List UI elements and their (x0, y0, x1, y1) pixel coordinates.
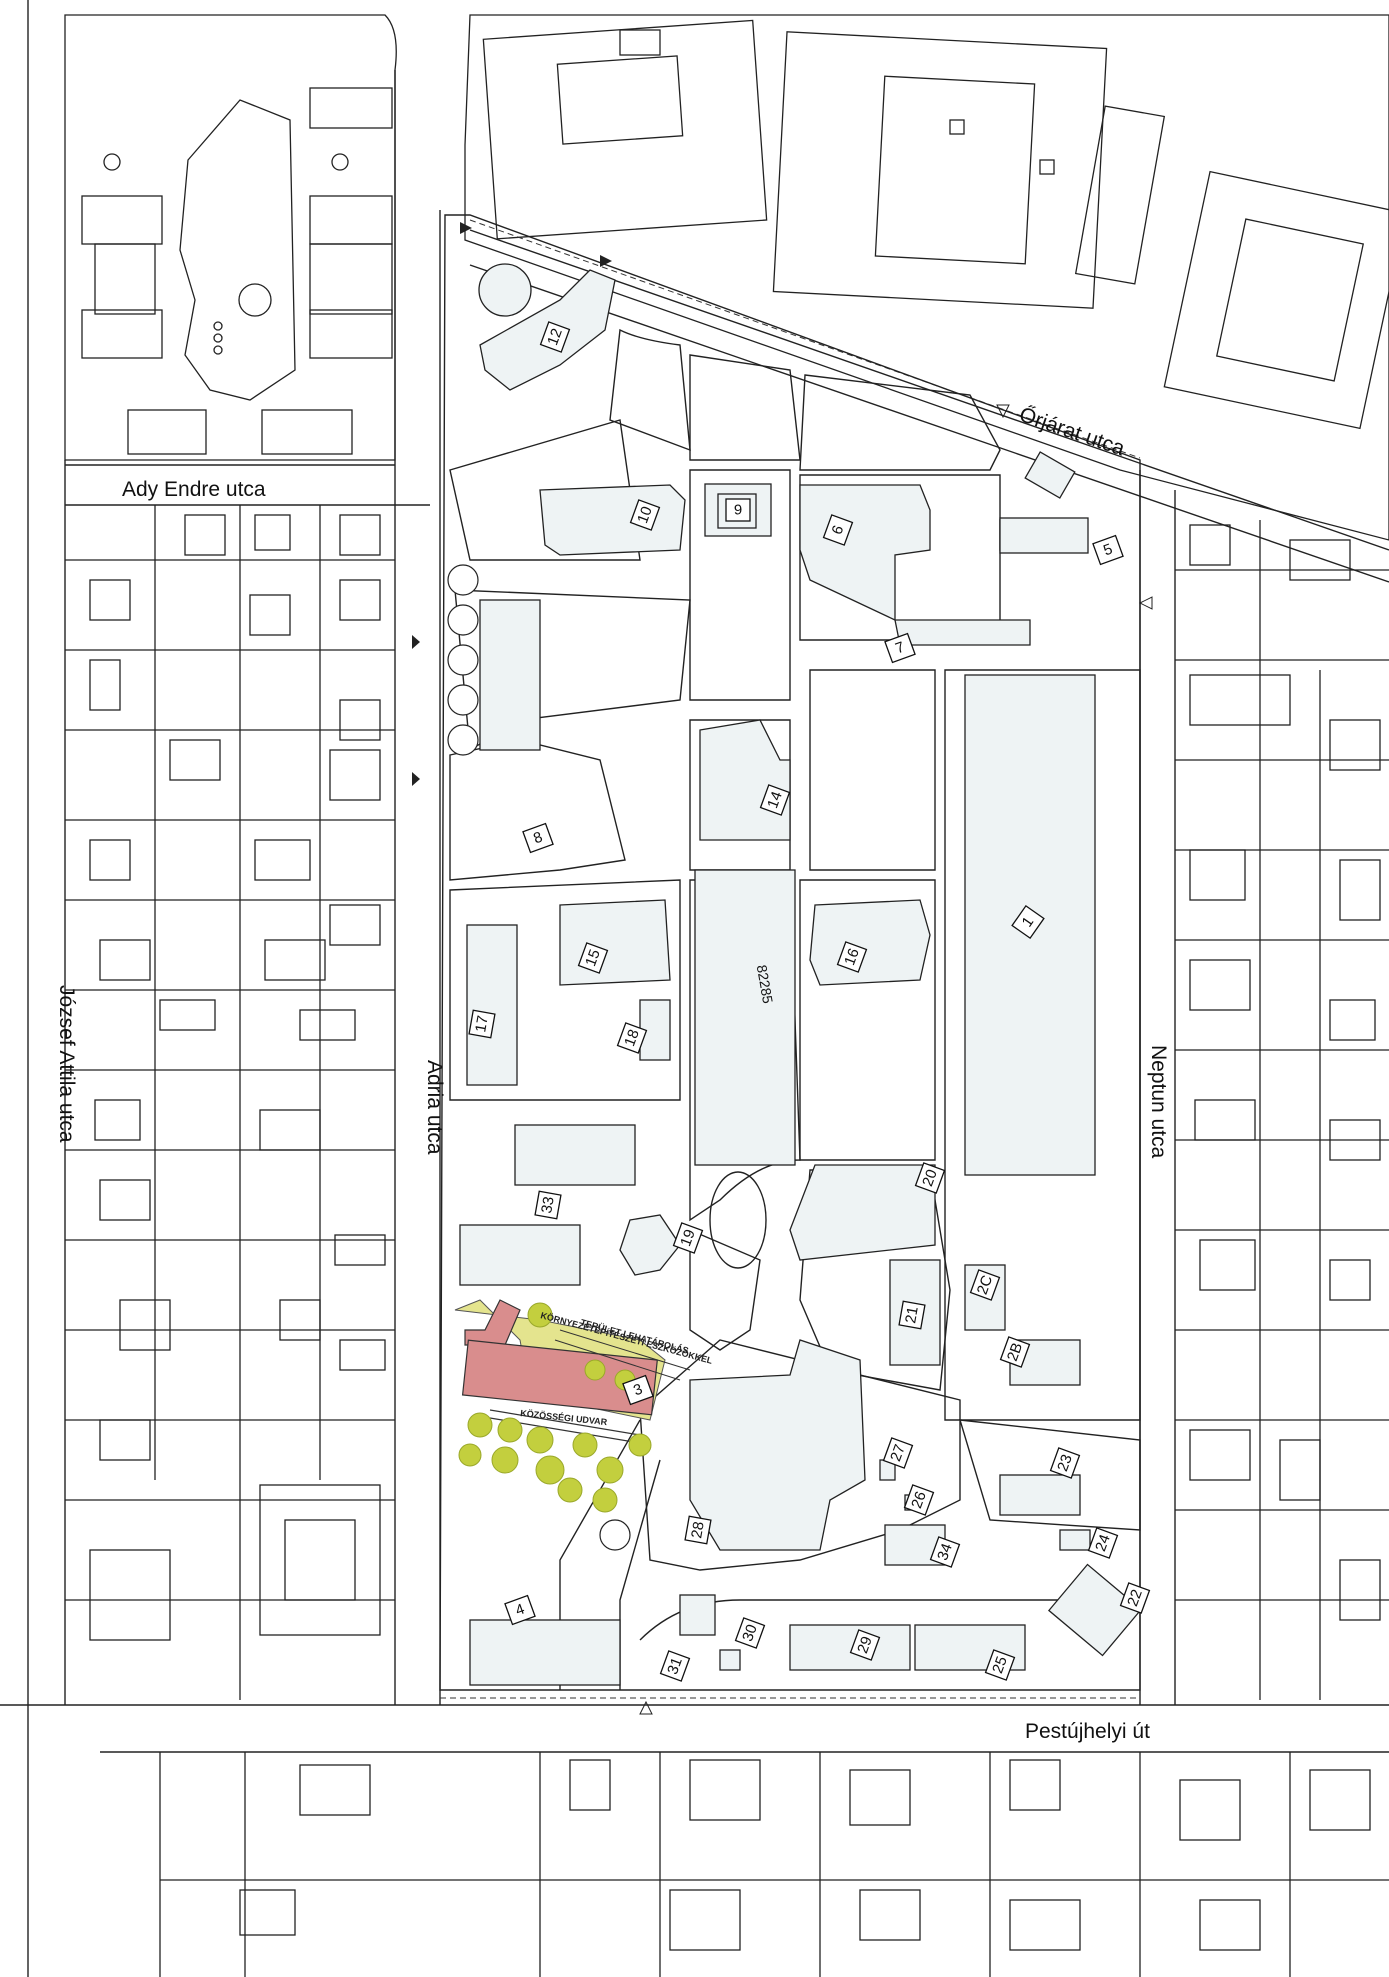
building-23 (999, 1474, 1081, 1516)
svg-text:16: 16 (841, 946, 863, 967)
building-label-33: 33 (534, 1190, 562, 1220)
svg-text:21: 21 (902, 1305, 922, 1324)
building-label-8: 8 (522, 822, 554, 854)
svg-text:31: 31 (664, 1655, 686, 1676)
building-label-14: 14 (759, 784, 791, 816)
street-neptun: Neptun utca (1147, 1045, 1170, 1159)
building-19 (619, 1214, 681, 1276)
svg-text:26: 26 (908, 1489, 930, 1510)
building-label-17: 17 (468, 1009, 496, 1039)
residential-west (65, 505, 395, 1700)
building-label-27: 27 (882, 1437, 914, 1469)
svg-text:23: 23 (1054, 1452, 1076, 1473)
building-label-31: 31 (659, 1650, 691, 1682)
building-14 (699, 719, 791, 841)
residential-east (1175, 520, 1389, 1700)
building-parcel (694, 869, 796, 1166)
building-label-6: 6 (822, 514, 854, 546)
svg-text:28: 28 (688, 1520, 708, 1539)
building-4 (469, 1619, 621, 1686)
svg-text:19: 19 (677, 1227, 699, 1248)
svg-text:9: 9 (734, 502, 742, 519)
building-label-4: 4 (504, 1594, 536, 1626)
courtyard-trees (458, 1302, 652, 1513)
svg-text:25: 25 (989, 1654, 1011, 1675)
project-area (454, 1299, 691, 1444)
svg-text:2B: 2B (1004, 1340, 1026, 1363)
building-15 (559, 899, 671, 986)
building-label-26: 26 (903, 1484, 935, 1516)
svg-text:18: 18 (621, 1027, 643, 1048)
svg-text:12: 12 (544, 326, 566, 347)
svg-text:15: 15 (582, 947, 604, 968)
entry-arrows (412, 222, 1153, 1715)
housing-blocks (464, 14, 1389, 541)
building-label-3: 3 (622, 1374, 654, 1406)
building-label-9: 9 (725, 498, 751, 522)
svg-text:22: 22 (1124, 1587, 1146, 1608)
street-orjarat: Őrjárat utca (1016, 403, 1128, 461)
street-trees (447, 564, 631, 1551)
building-label-15: 15 (577, 942, 609, 974)
building-22 (1047, 1563, 1143, 1657)
street-adria: Adria utca (423, 1060, 446, 1155)
building-30 (679, 1594, 716, 1636)
building-label-19: 19 (672, 1222, 704, 1254)
courtyard-annotation: KÖZÖSSÉGI UDVAR (520, 1408, 608, 1427)
building-24 (1059, 1529, 1091, 1551)
campus-buildings (459, 263, 1143, 1686)
building-label-22: 22 (1119, 1582, 1151, 1614)
building-label-12: 12 (539, 321, 571, 353)
building-33 (459, 1224, 581, 1286)
svg-text:17: 17 (472, 1014, 492, 1033)
building-10 (539, 484, 686, 556)
building-label-21: 21 (898, 1300, 926, 1330)
svg-text:33: 33 (538, 1195, 558, 1214)
svg-text:14: 14 (764, 789, 786, 810)
building-3-main (461, 1339, 658, 1416)
svg-text:27: 27 (887, 1442, 909, 1463)
street-ady-endre: Ady Endre utca (122, 478, 266, 501)
building-label-23: 23 (1049, 1447, 1081, 1479)
parcel-number: 82285 (754, 964, 777, 1005)
building-label-20: 20 (914, 1162, 946, 1194)
building-label-1: 1 (1011, 904, 1045, 940)
building-29 (789, 1624, 911, 1671)
building-label-29: 29 (849, 1629, 881, 1661)
street-pestujhelyi: Pestújhelyi út (1025, 1720, 1150, 1743)
building-16 (809, 899, 931, 986)
svg-text:10: 10 (634, 504, 656, 525)
building-20 (789, 1164, 936, 1261)
building-label-18: 18 (616, 1022, 648, 1054)
svg-text:2C: 2C (974, 1273, 997, 1297)
building-6 (799, 484, 1031, 646)
building-21 (889, 1259, 941, 1366)
svg-text:30: 30 (739, 1622, 761, 1643)
park-block (64, 14, 397, 461)
street-jozsef-attila: József Attila utca (55, 985, 78, 1143)
building-17 (466, 924, 518, 1086)
svg-text:20: 20 (919, 1167, 941, 1188)
svg-text:24: 24 (1092, 1532, 1114, 1553)
svg-text:29: 29 (854, 1634, 876, 1655)
building-label-28: 28 (684, 1515, 712, 1545)
building-label-2B: 2B (999, 1336, 1031, 1368)
building-label-2C: 2C (969, 1269, 1001, 1301)
building-label-25: 25 (984, 1649, 1016, 1681)
building-label-7: 7 (884, 632, 916, 664)
building-label-10: 10 (629, 499, 661, 531)
residential-south (159, 1752, 1389, 1977)
building-label-16: 16 (836, 941, 868, 973)
building-label-34: 34 (929, 1536, 961, 1568)
svg-text:34: 34 (934, 1541, 956, 1562)
building-5 (999, 517, 1089, 554)
building-28 (689, 1339, 866, 1551)
building-label-30: 30 (734, 1617, 766, 1649)
building-label-24: 24 (1087, 1527, 1119, 1559)
building-label-5: 5 (1092, 534, 1124, 566)
